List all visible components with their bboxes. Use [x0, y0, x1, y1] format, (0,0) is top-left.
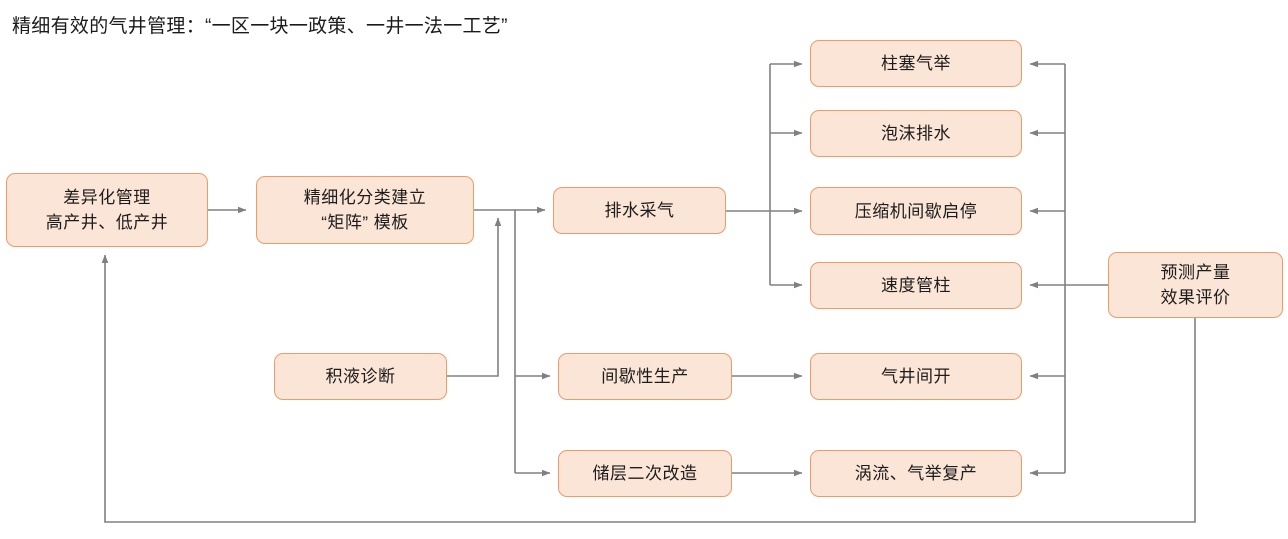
node-dewatering-gas-production[interactable]: 排水采气: [553, 187, 726, 234]
node-label: 柱塞气举: [881, 54, 951, 73]
node-label: 精细化分类建立 “矩阵” 模板: [303, 188, 427, 232]
node-compressor-cycling[interactable]: 压缩机间歇启停: [810, 187, 1022, 235]
edge-dewatering-trunk: [726, 64, 771, 285]
node-label: 储层二次改造: [592, 464, 698, 483]
node-differentiated-management[interactable]: 差异化管理 高产井、低产井: [6, 173, 208, 247]
page-title: 精细有效的气井管理：“一区一块一政策、一井一法一工艺”: [12, 16, 508, 37]
node-plunger-gas-lift[interactable]: 柱塞气举: [810, 40, 1022, 87]
edge-matrix-trunk: [474, 209, 516, 473]
node-liquid-loading-diagnosis[interactable]: 积液诊断: [274, 353, 447, 400]
node-label: 速度管柱: [881, 276, 951, 295]
node-vortex-gaslift-restore[interactable]: 涡流、气举复产: [810, 450, 1022, 497]
node-reservoir-restimulation[interactable]: 储层二次改造: [558, 450, 732, 497]
node-intermittent-well-opening[interactable]: 气井间开: [810, 353, 1022, 400]
node-label: 涡流、气举复产: [854, 464, 978, 483]
node-label: 积液诊断: [325, 367, 396, 386]
edge-forecast-trunk: [1064, 64, 1108, 473]
node-velocity-string[interactable]: 速度管柱: [810, 262, 1022, 309]
node-intermittent-production[interactable]: 间歇性生产: [558, 353, 732, 400]
node-classification-matrix[interactable]: 精细化分类建立 “矩阵” 模板: [256, 176, 474, 244]
node-label: 排水采气: [604, 201, 675, 220]
node-label: 气井间开: [881, 367, 951, 386]
node-label: 预测产量 效果评价: [1160, 263, 1231, 307]
node-label: 压缩机间歇启停: [854, 201, 978, 221]
node-production-forecast[interactable]: 预测产量 效果评价: [1108, 252, 1283, 318]
node-label: 间歇性生产: [601, 367, 689, 386]
node-foam-drainage[interactable]: 泡沫排水: [810, 110, 1022, 157]
node-label: 泡沫排水: [881, 124, 951, 143]
node-label: 差异化管理 高产井、低产井: [45, 188, 169, 232]
